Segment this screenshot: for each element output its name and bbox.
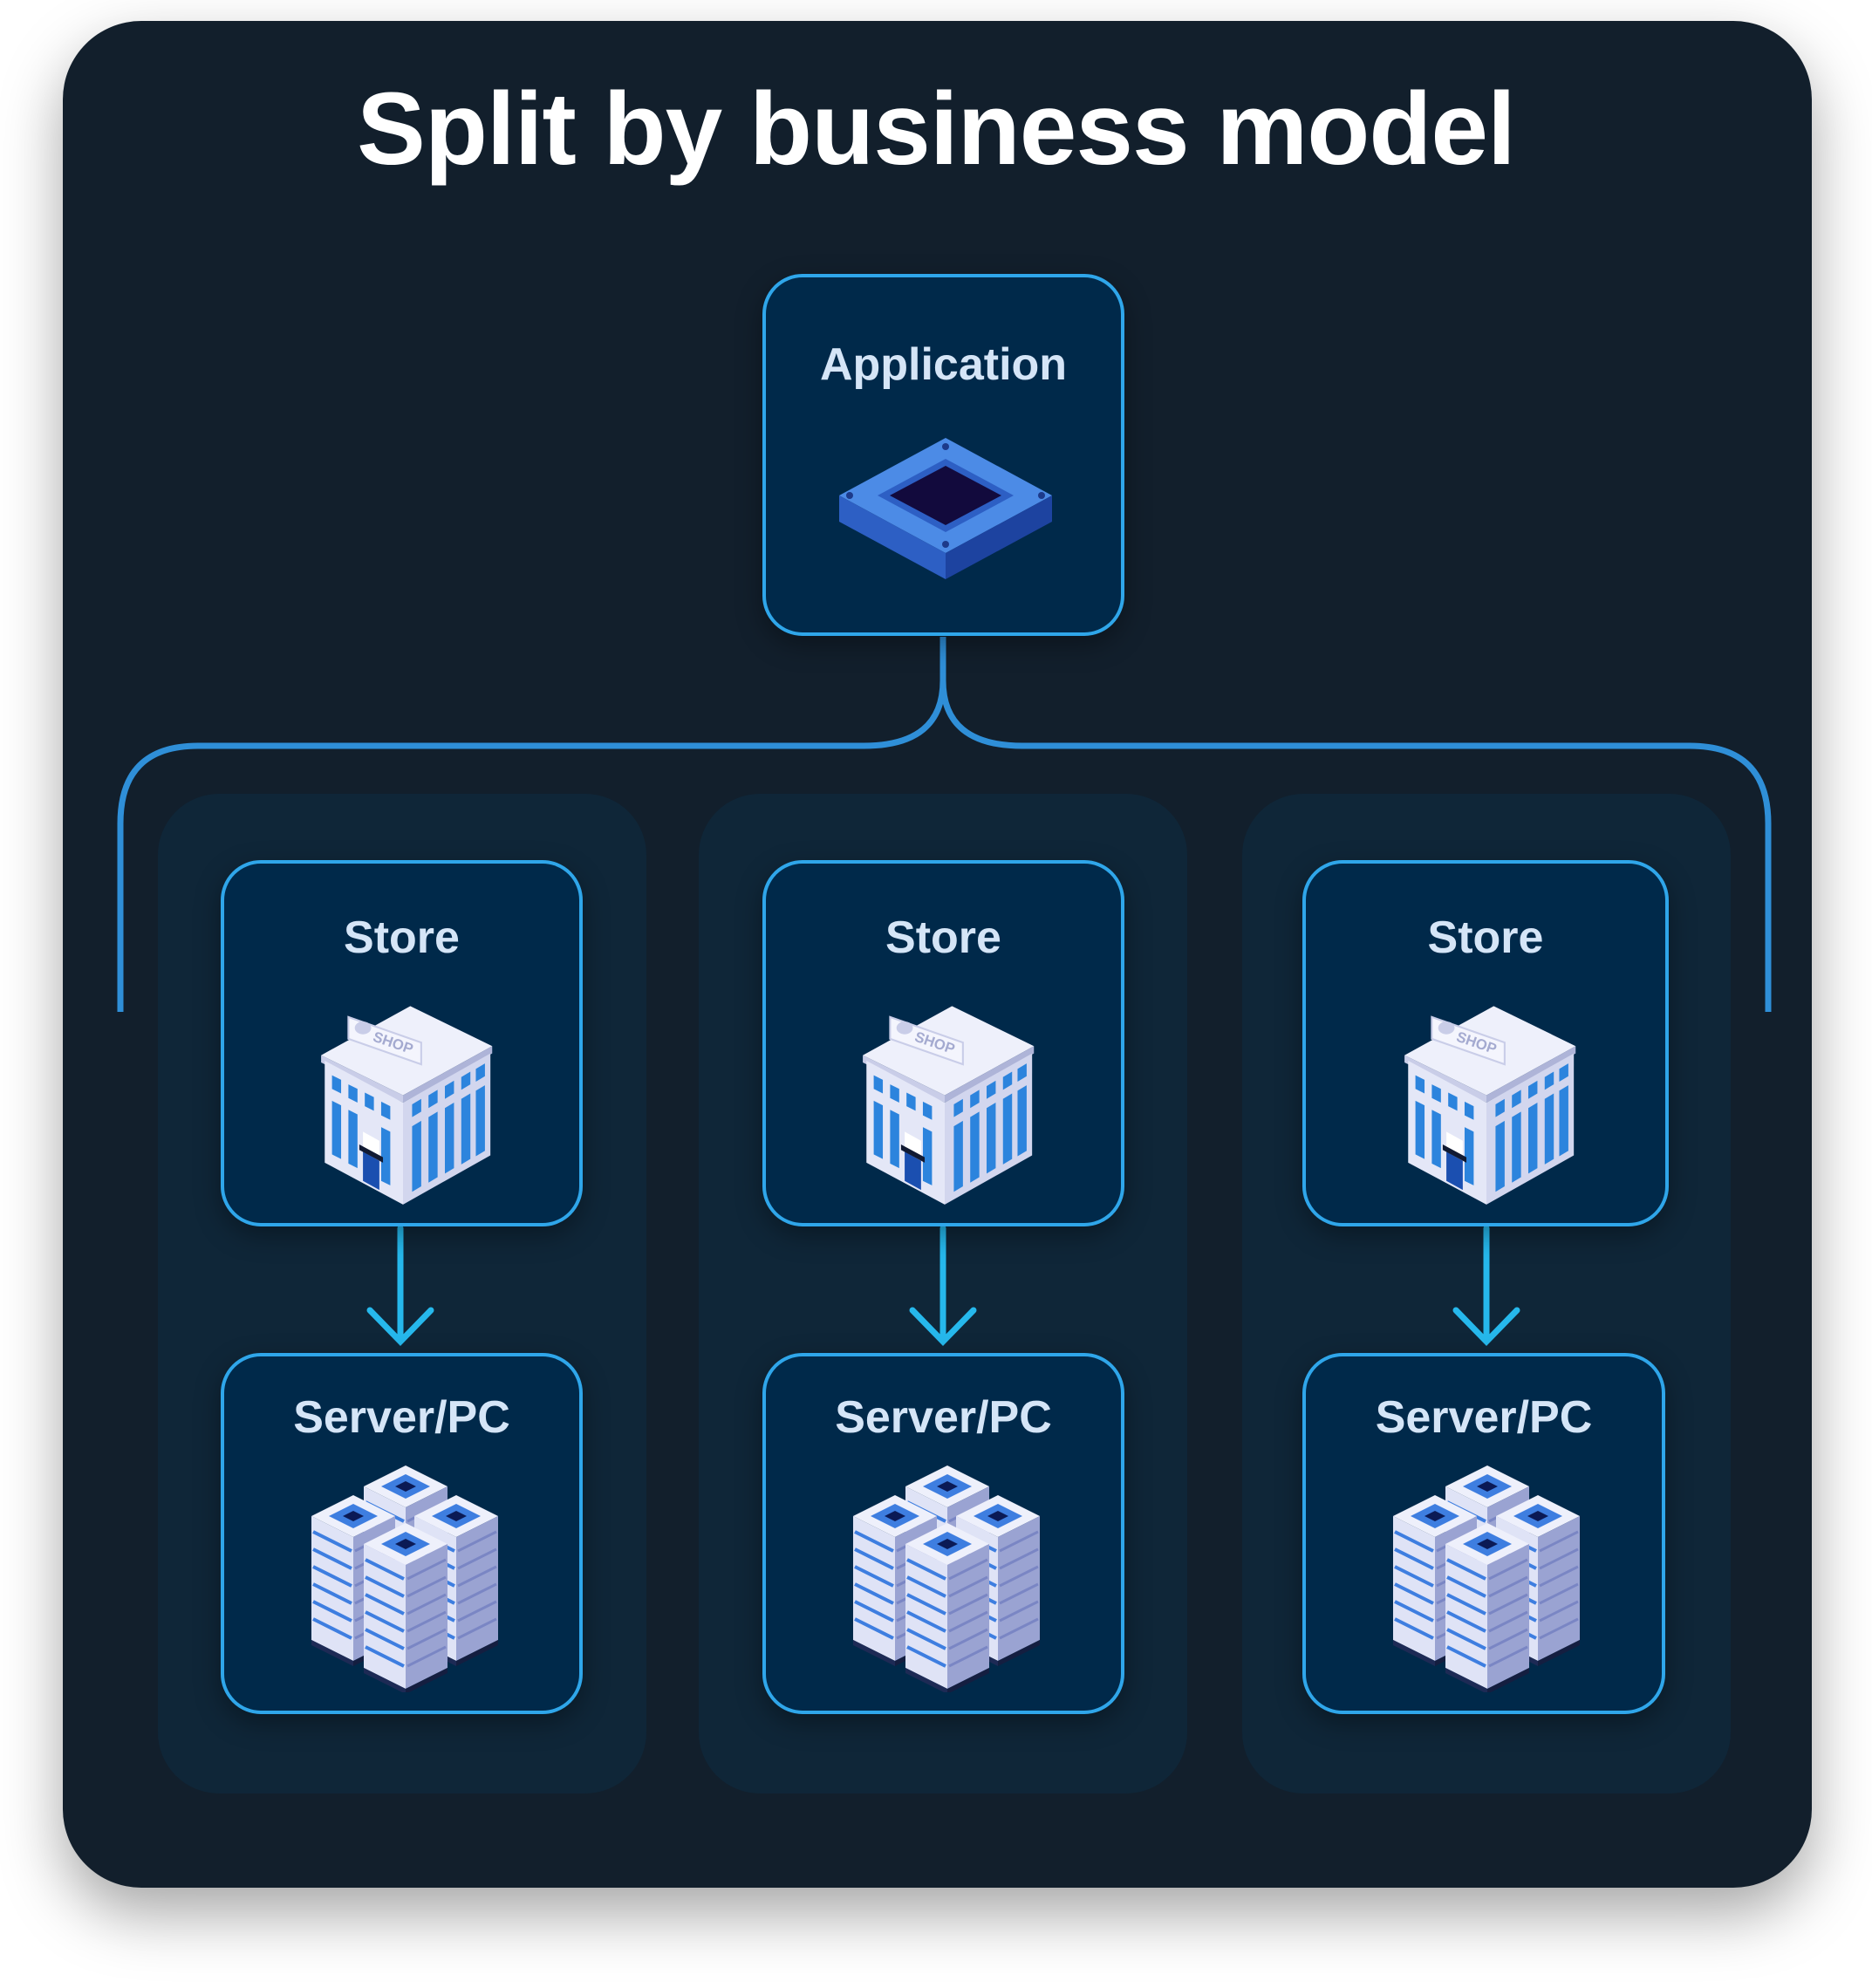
store-node-2: Store xyxy=(762,860,1124,1226)
server-label: Server/PC xyxy=(1375,1392,1593,1443)
shop-building-icon xyxy=(1395,999,1578,1208)
server-label: Server/PC xyxy=(835,1392,1052,1443)
arrow-store-to-server-1 xyxy=(366,1225,434,1347)
server-label: Server/PC xyxy=(293,1392,510,1443)
application-node: Application xyxy=(762,274,1124,636)
arrow-store-to-server-3 xyxy=(1452,1225,1520,1347)
server-node-3: Server/PC xyxy=(1302,1353,1665,1714)
server-rack-cluster-icon xyxy=(851,1465,1042,1692)
server-rack-cluster-icon xyxy=(310,1465,500,1692)
server-node-1: Server/PC xyxy=(221,1353,583,1714)
tree-connector xyxy=(117,637,946,1012)
shop-building-icon xyxy=(311,999,495,1208)
store-label: Store xyxy=(344,912,460,963)
store-label: Store xyxy=(1427,912,1544,963)
diagram-title: Split by business model xyxy=(357,72,1516,187)
server-rack-cluster-icon xyxy=(1391,1465,1582,1692)
app-chip-icon xyxy=(839,438,1052,579)
store-node-3: Store xyxy=(1302,860,1669,1226)
store-label: Store xyxy=(885,912,1001,963)
tree-connector xyxy=(939,680,1772,1012)
store-node-1: Store xyxy=(221,860,583,1226)
shop-building-icon xyxy=(853,999,1036,1208)
application-label: Application xyxy=(819,339,1068,390)
server-node-2: Server/PC xyxy=(762,1353,1124,1714)
arrow-store-to-server-2 xyxy=(909,1225,977,1347)
